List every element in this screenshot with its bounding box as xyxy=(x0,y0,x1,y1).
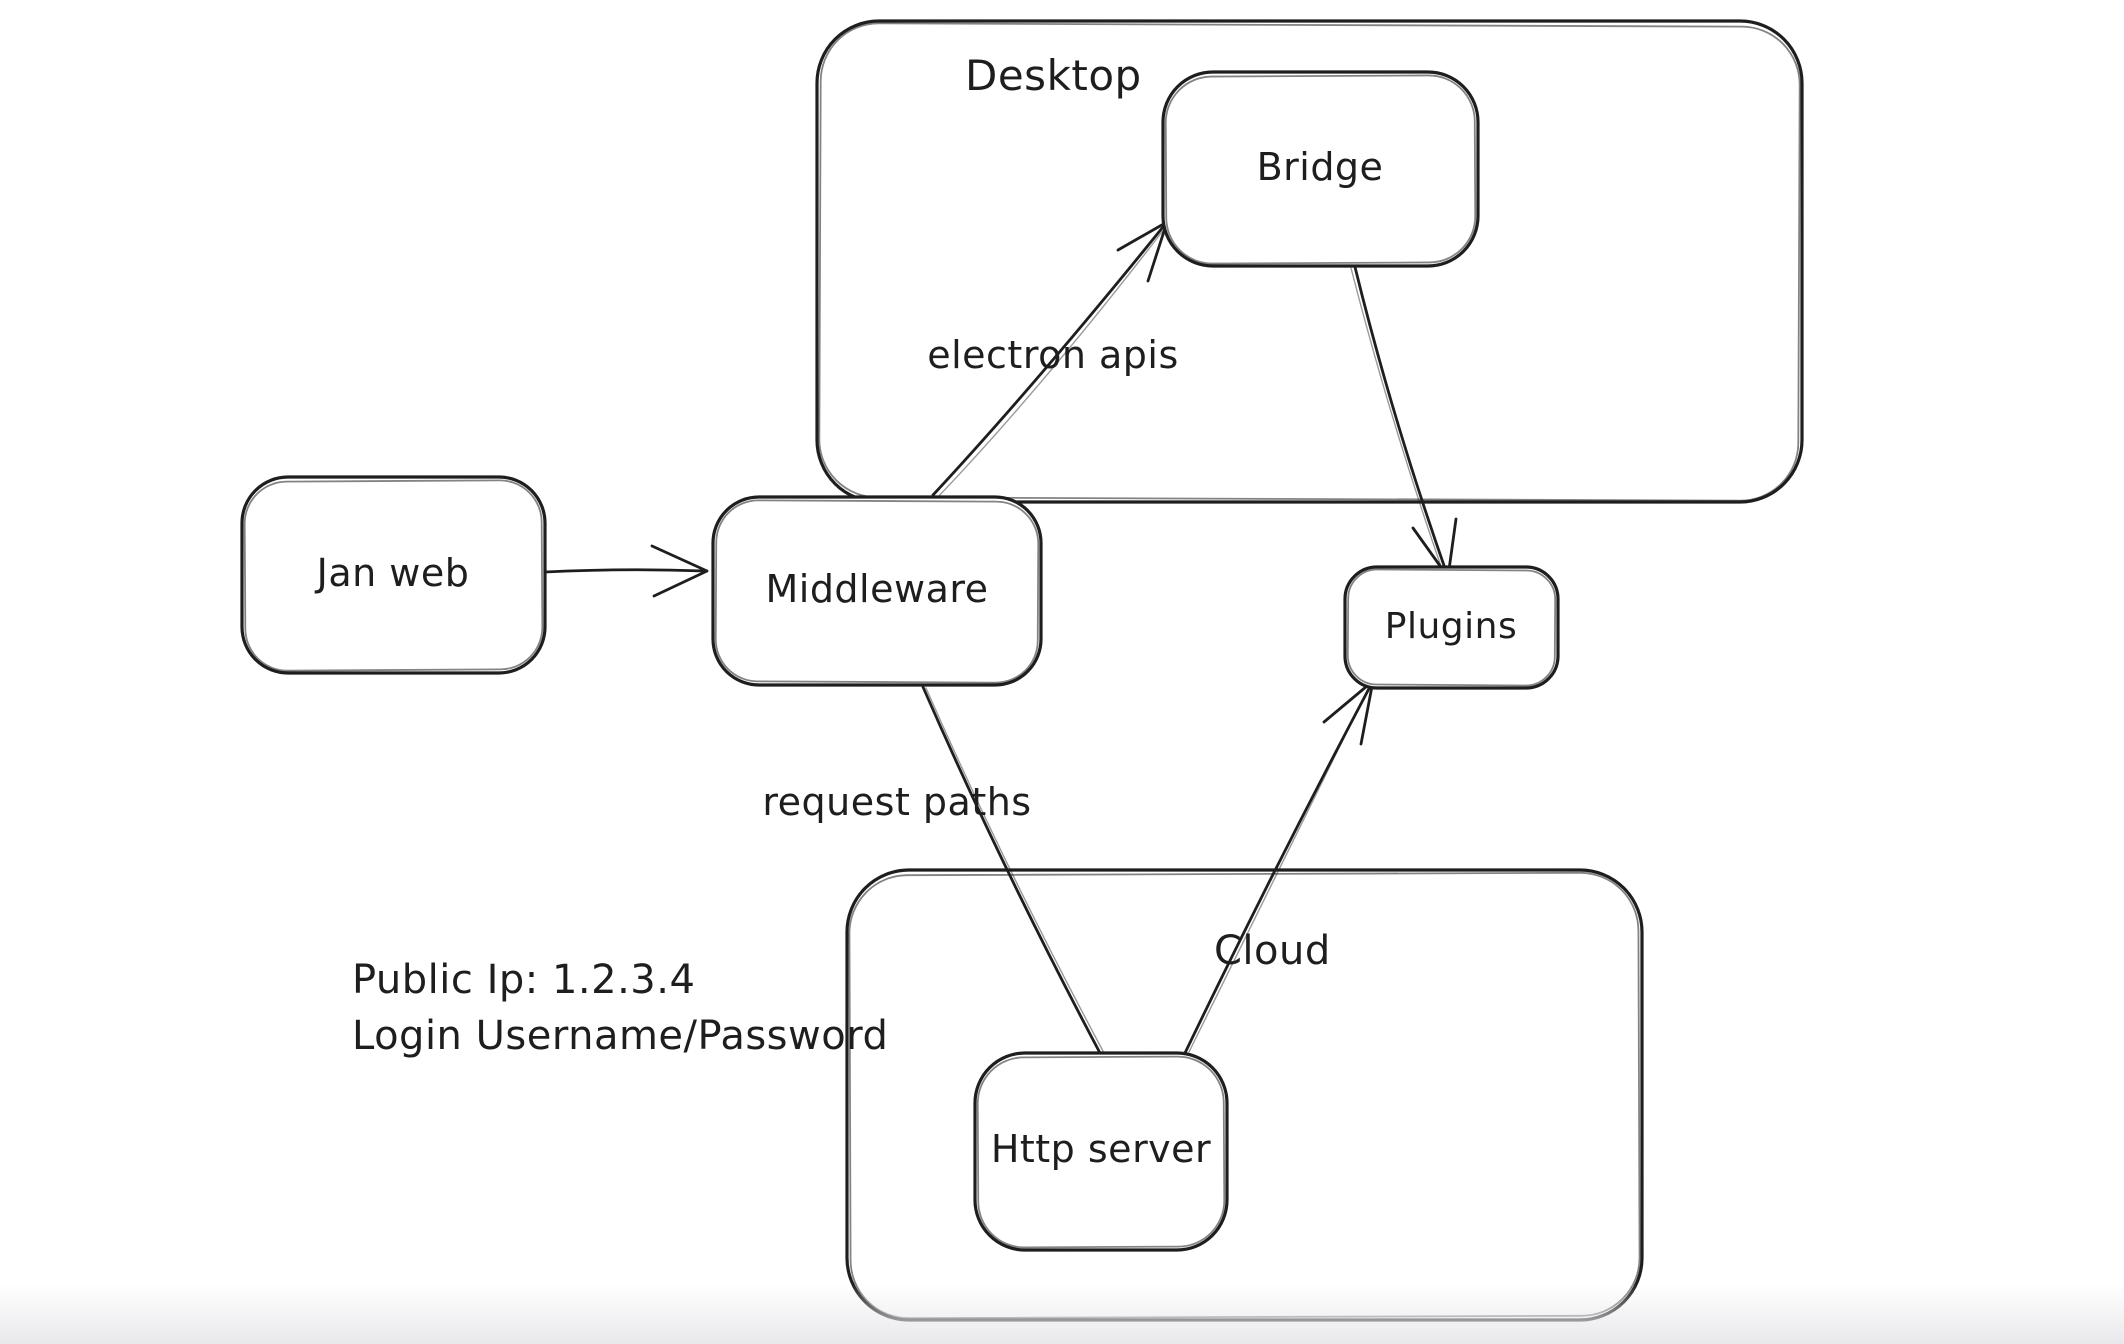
node-http-server-label[interactable]: Http server xyxy=(990,1127,1212,1171)
edge-label-electron-apis[interactable]: electron apis xyxy=(927,333,1179,377)
node-http-server-shape[interactable] xyxy=(973,1051,1229,1252)
node-jan-web-shape[interactable] xyxy=(240,475,547,675)
edge-label-request-paths[interactable]: request paths xyxy=(762,780,1032,824)
node-bridge-label[interactable]: Bridge xyxy=(1256,145,1384,189)
node-plugins-shape[interactable] xyxy=(1343,565,1560,690)
node-jan-web-label[interactable]: Jan web xyxy=(316,551,470,595)
line-middleware-to-http-server[interactable] xyxy=(921,685,1104,1055)
cloud-container-label[interactable]: Cloud xyxy=(1214,928,1331,974)
annotation-login-credentials[interactable]: Login Username/Password xyxy=(352,1013,889,1059)
node-plugins-label[interactable]: Plugins xyxy=(1384,606,1518,647)
arrow-http-server-to-plugins[interactable] xyxy=(1183,679,1375,1055)
node-middleware-label[interactable]: Middleware xyxy=(765,567,989,611)
annotation-public-ip[interactable]: Public Ip: 1.2.3.4 xyxy=(352,957,696,1003)
desktop-container-label[interactable]: Desktop xyxy=(965,51,1142,100)
node-middleware-shape[interactable] xyxy=(711,495,1043,687)
node-bridge-shape[interactable] xyxy=(1161,70,1480,268)
arrow-jan-web-to-middleware[interactable] xyxy=(543,544,709,598)
